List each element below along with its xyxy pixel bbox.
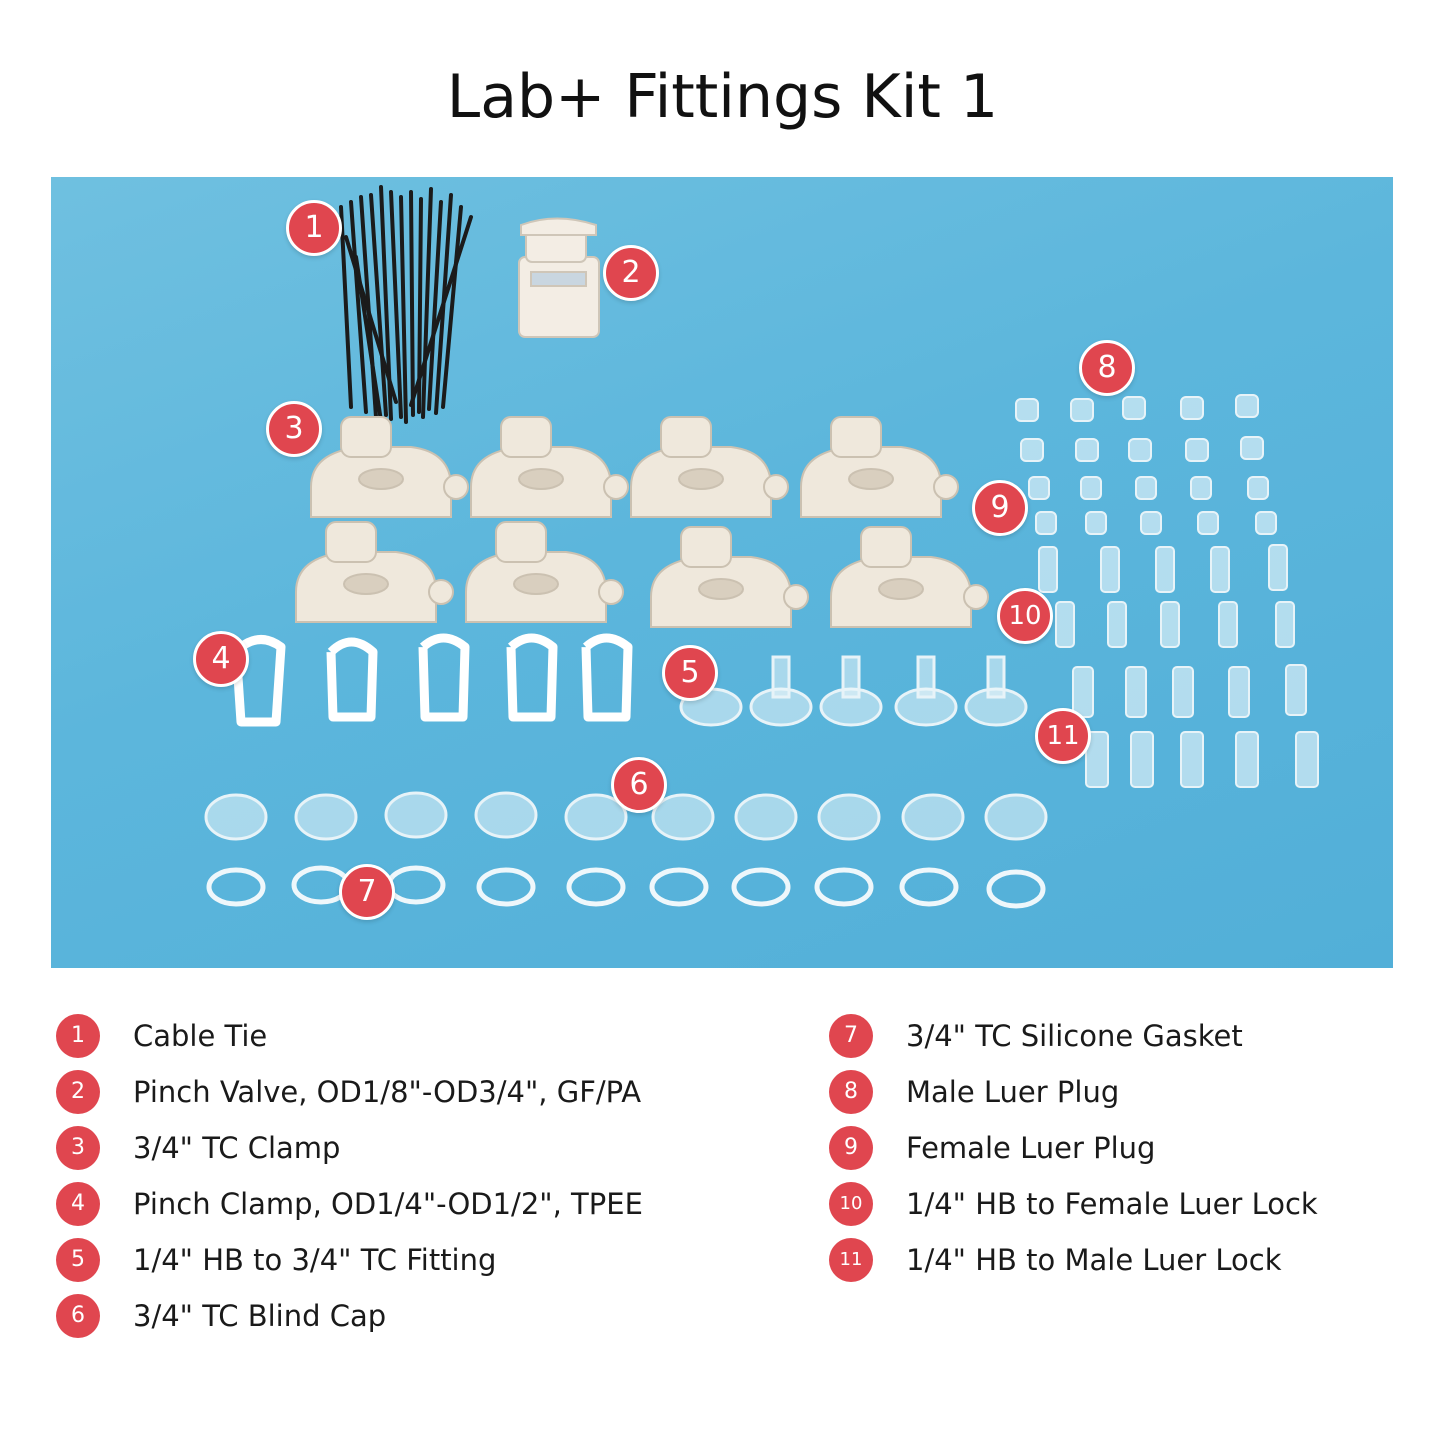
pinch-clamps (229, 633, 633, 727)
photo-marker-5: 5 (662, 645, 718, 701)
legend-number: 11 (829, 1238, 873, 1282)
pinch-valve (518, 217, 600, 338)
legend-label: Pinch Valve, OD1/8"-OD3/4", GF/PA (133, 1075, 642, 1109)
legend-label: 3/4" TC Blind Cap (133, 1299, 387, 1333)
legend-item: 1 Cable Tie (56, 1008, 643, 1064)
photo-marker-8: 8 (1079, 340, 1135, 396)
legend-number: 3 (56, 1126, 100, 1170)
photo-marker-2: 2 (603, 245, 659, 301)
legend-label: Female Luer Plug (906, 1131, 1156, 1165)
legend-item: 7 3/4" TC Silicone Gasket (829, 1008, 1318, 1064)
legend-label: 3/4" TC Clamp (133, 1131, 341, 1165)
legend-label: 1/4" HB to Female Luer Lock (906, 1187, 1318, 1221)
legend-item: 6 3/4" TC Blind Cap (56, 1288, 643, 1344)
blind-caps (204, 791, 1048, 841)
luer-fittings (1015, 394, 1319, 788)
cable-tie-bundle (339, 185, 473, 424)
photo-marker-11: 11 (1035, 708, 1091, 764)
legend-number: 5 (56, 1238, 100, 1282)
legend-label: 1/4" HB to Male Luer Lock (906, 1243, 1282, 1277)
legend-number: 7 (829, 1014, 873, 1058)
legend-column-right: 7 3/4" TC Silicone Gasket 8 Male Luer Pl… (829, 1008, 1318, 1288)
photo-marker-3: 3 (266, 401, 322, 457)
legend-number: 4 (56, 1182, 100, 1226)
legend-item: 4 Pinch Clamp, OD1/4"-OD1/2", TPEE (56, 1176, 643, 1232)
legend-item: 5 1/4" HB to 3/4" TC Fitting (56, 1232, 643, 1288)
legend-number: 9 (829, 1126, 873, 1170)
page-title: Lab+ Fittings Kit 1 (446, 62, 999, 132)
legend-label: Pinch Clamp, OD1/4"-OD1/2", TPEE (133, 1187, 643, 1221)
product-photo: 1 2 3 4 5 6 7 8 9 10 11 (51, 177, 1393, 968)
product-illustration (204, 185, 1319, 909)
silicone-gaskets (206, 865, 1046, 909)
legend-column-left: 1 Cable Tie 2 Pinch Valve, OD1/8"-OD3/4"… (56, 1008, 643, 1344)
legend-number: 1 (56, 1014, 100, 1058)
legend-item: 3 3/4" TC Clamp (56, 1120, 643, 1176)
photo-marker-9: 9 (972, 480, 1028, 536)
photo-marker-1: 1 (286, 200, 342, 256)
legend-item: 8 Male Luer Plug (829, 1064, 1318, 1120)
legend-number: 10 (829, 1182, 873, 1226)
legend-number: 6 (56, 1294, 100, 1338)
photo-marker-4: 4 (193, 631, 249, 687)
legend-label: Cable Tie (133, 1019, 268, 1053)
legend-number: 8 (829, 1070, 873, 1114)
legend-number: 2 (56, 1070, 100, 1114)
legend-item: 9 Female Luer Plug (829, 1120, 1318, 1176)
photo-marker-6: 6 (611, 757, 667, 813)
legend-item: 2 Pinch Valve, OD1/8"-OD3/4", GF/PA (56, 1064, 643, 1120)
photo-marker-10: 10 (997, 588, 1053, 644)
parts-legend: 1 Cable Tie 2 Pinch Valve, OD1/8"-OD3/4"… (0, 1008, 1445, 1388)
legend-label: Male Luer Plug (906, 1075, 1120, 1109)
tc-clamps (295, 416, 989, 628)
legend-item: 11 1/4" HB to Male Luer Lock (829, 1232, 1318, 1288)
legend-label: 1/4" HB to 3/4" TC Fitting (133, 1243, 497, 1277)
photo-marker-7: 7 (339, 864, 395, 920)
legend-item: 10 1/4" HB to Female Luer Lock (829, 1176, 1318, 1232)
hb-tc-fittings (679, 655, 1028, 727)
legend-label: 3/4" TC Silicone Gasket (906, 1019, 1243, 1053)
